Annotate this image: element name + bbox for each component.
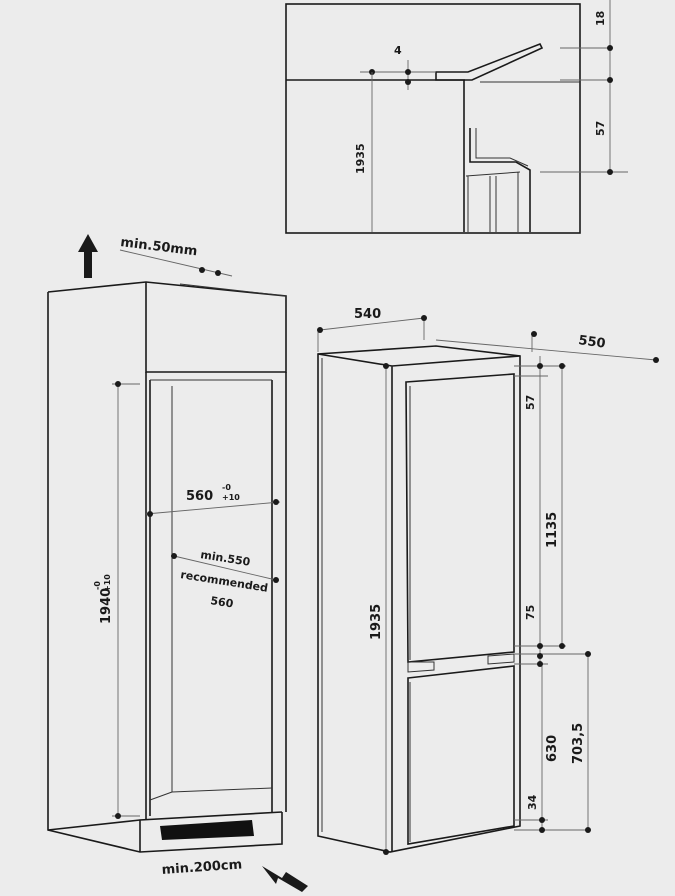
detail-label-1935: 1935 — [354, 143, 367, 174]
label-34: 34 — [526, 794, 539, 810]
label-630: 630 — [545, 735, 560, 762]
detail-label-4: 4 — [394, 44, 402, 57]
label-width-tol-sub: +10 — [222, 493, 240, 502]
vent-up-arrow-icon — [78, 234, 98, 278]
label-min-200cm: min.200cm — [161, 857, 242, 878]
upper-door — [405, 373, 515, 663]
label-703: 703,5 — [571, 723, 586, 764]
vent-slot — [160, 820, 254, 840]
appliance-outline — [317, 345, 521, 853]
lower-door — [407, 665, 515, 845]
label-width-tol-sup: -0 — [222, 483, 231, 492]
cabinet-outline — [47, 281, 287, 853]
label-depth-550: 550 — [577, 333, 606, 352]
appliance-view: 540 550 1935 57 1135 75 — [317, 307, 659, 855]
label-height-tol-sup: -0 — [93, 581, 102, 590]
label-57: 57 — [524, 395, 537, 410]
label-depth-rec2: 560 — [210, 594, 235, 610]
label-1135: 1135 — [545, 512, 560, 548]
detail-label-18: 18 — [594, 11, 607, 26]
top-detail-view: 18 57 4 1935 — [285, 0, 628, 234]
label-height-1940: 1940 — [99, 588, 114, 624]
label-width-560: 560 — [186, 489, 213, 504]
detail-frame — [285, 3, 581, 234]
label-width-540: 540 — [354, 307, 381, 322]
label-height-1935: 1935 — [369, 604, 384, 640]
label-height-tol-sub: +10 — [103, 574, 112, 592]
vent-in-arrow-icon — [262, 866, 308, 892]
detail-label-57: 57 — [594, 121, 607, 136]
label-min-50mm: min.50mm — [120, 235, 199, 259]
cabinet-view: min.50mm 1940 -0 +10 560 -0 +10 min.550 … — [47, 234, 308, 892]
label-75: 75 — [524, 605, 537, 620]
label-depth-min: min.550 — [200, 548, 252, 569]
label-depth-rec1: recommended — [180, 568, 269, 595]
